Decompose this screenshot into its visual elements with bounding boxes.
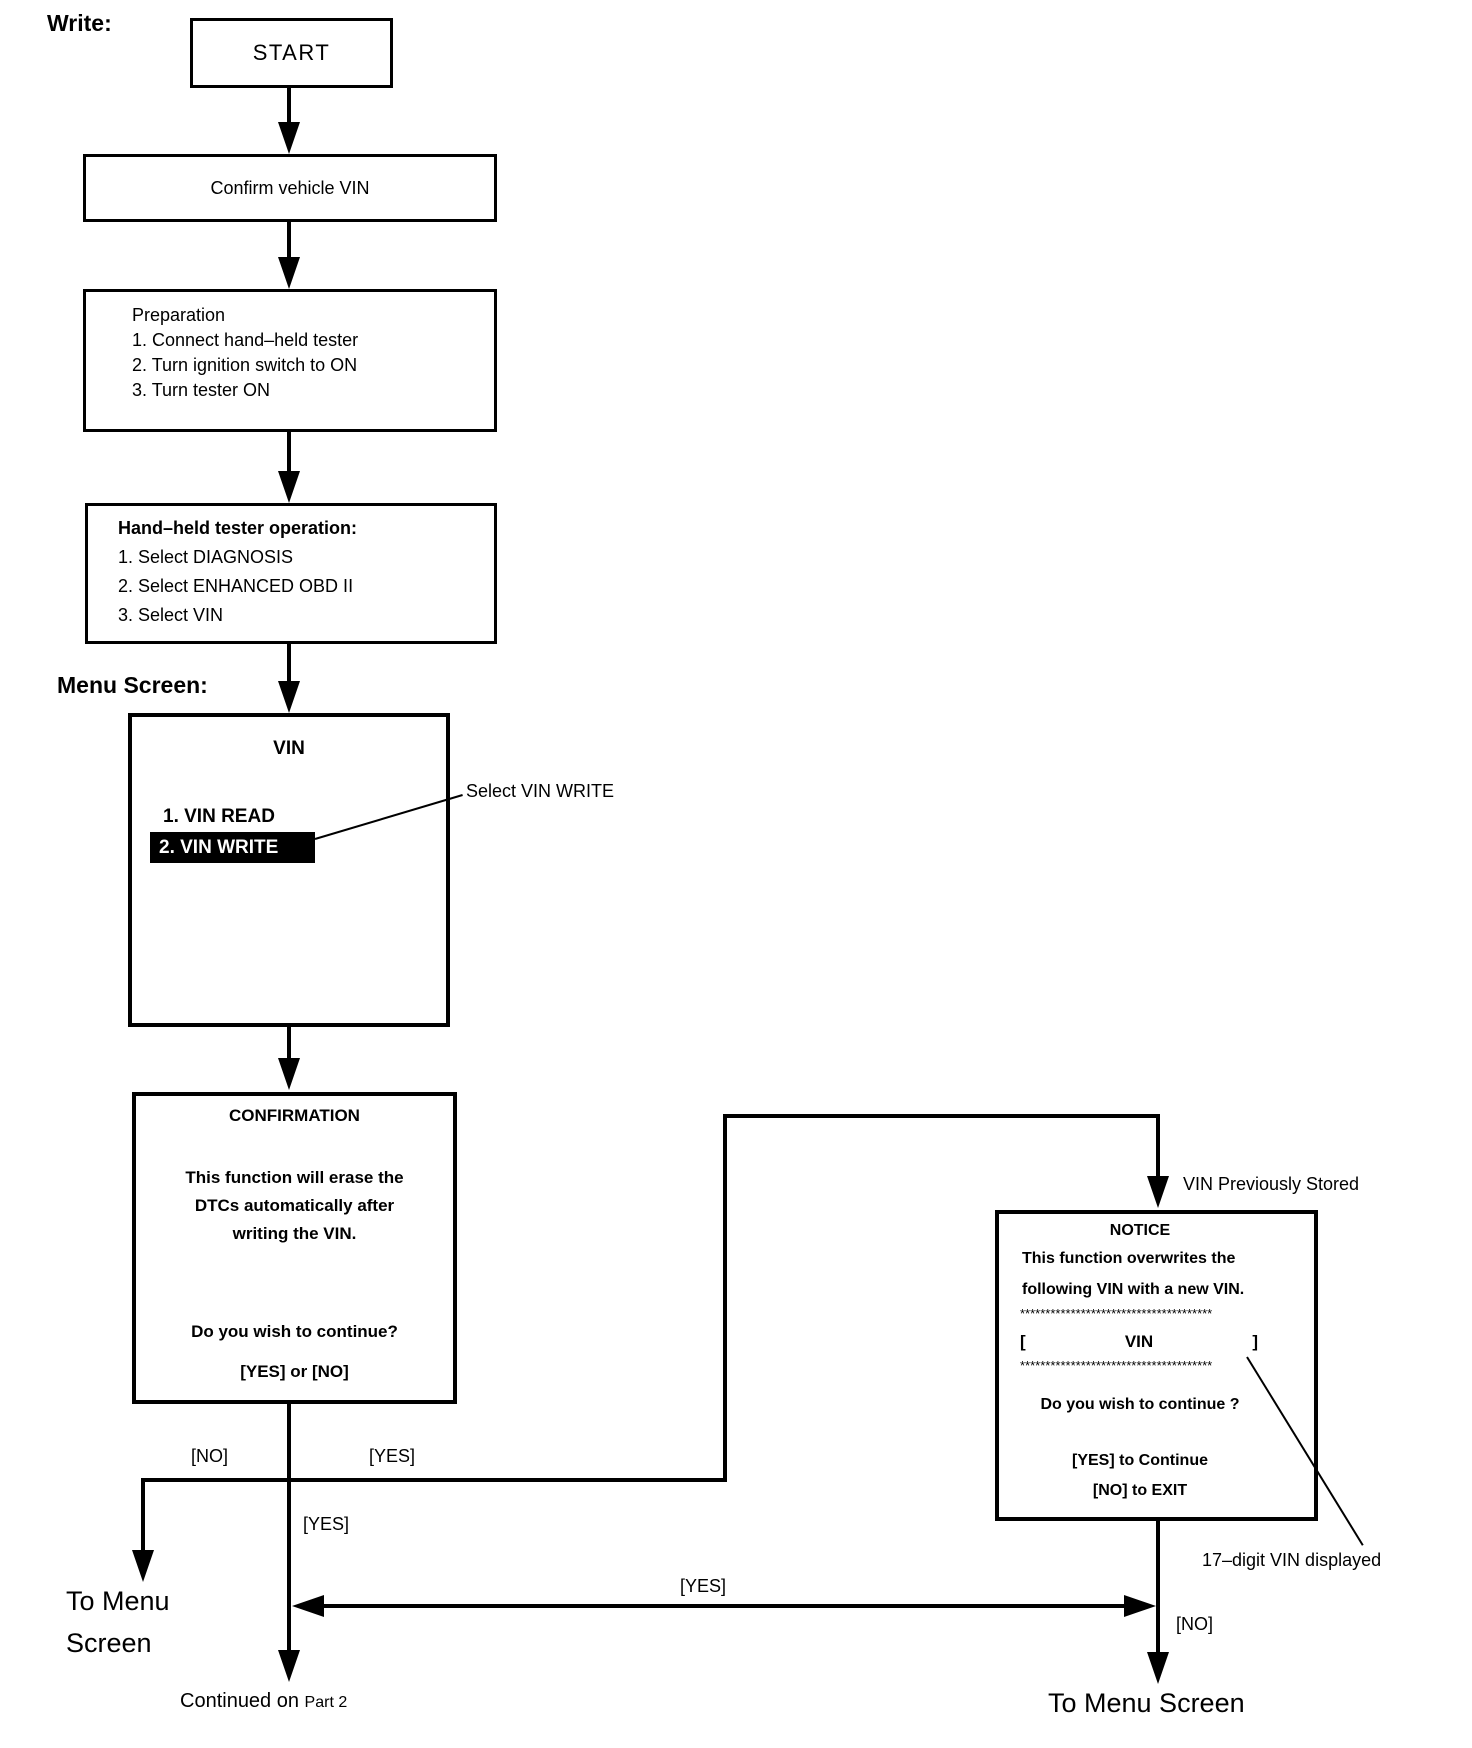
arrowhead-start-confirm xyxy=(278,122,300,154)
write-section-label: Write: xyxy=(47,10,112,36)
flow-line-notice-yes xyxy=(310,1604,1140,1608)
confirmation-body-line3: writing the VIN. xyxy=(232,1224,357,1243)
vin-menu-item-write-highlighted: 2. VIN WRITE xyxy=(150,832,315,863)
flow-line-into-notice xyxy=(1156,1114,1160,1178)
arrowhead-continued xyxy=(278,1650,300,1682)
edge-label-notice-yes: [YES] xyxy=(680,1576,727,1596)
notice-body-line2: following VIN with a new VIN. xyxy=(1022,1281,1245,1298)
preparation-title: Preparation xyxy=(132,305,226,325)
notice-node xyxy=(995,1210,1318,1521)
flow-line-preparation-tester xyxy=(287,432,291,477)
notice-vin-close-bracket: ] xyxy=(1252,1332,1258,1351)
notice-separator-top: ************************************** xyxy=(1020,1306,1213,1321)
edge-label-confirmation-yes: [YES] xyxy=(369,1446,416,1466)
flow-line-notice-no xyxy=(1156,1521,1160,1654)
terminal-continued-part: Part 2 xyxy=(304,1694,348,1711)
select-vin-write-annotation: Select VIN WRITE xyxy=(466,781,615,801)
arrowhead-tomenu-left xyxy=(132,1550,154,1582)
preparation-step-1: 1. Connect hand–held tester xyxy=(132,330,359,350)
tester-operation-title: Hand–held tester operation: xyxy=(118,518,358,538)
flow-line-branch-right xyxy=(289,1478,727,1482)
notice-yes-action: [YES] to Continue xyxy=(1072,1452,1208,1469)
preparation-node: Preparation 1. Connect hand–held tester … xyxy=(83,289,497,432)
menu-screen-label: Menu Screen: xyxy=(57,672,208,698)
confirmation-body-line2: DTCs automatically after xyxy=(194,1196,395,1215)
tester-operation-step-3: 3. Select VIN xyxy=(118,605,224,625)
tester-operation-step-2: 2. Select ENHANCED OBD II xyxy=(118,576,354,596)
vin-menu-title: VIN xyxy=(273,738,305,759)
vin-previously-stored-annotation: VIN Previously Stored xyxy=(1183,1174,1360,1194)
vin-menu-item-read: 1. VIN READ xyxy=(163,806,275,827)
arrowhead-notice-yes-right xyxy=(1124,1595,1156,1617)
confirm-vin-label: Confirm vehicle VIN xyxy=(210,177,370,198)
notice-title: NOTICE xyxy=(1109,1222,1171,1239)
terminal-to-menu-left-line2: Screen xyxy=(66,1628,152,1658)
confirmation-node xyxy=(132,1092,457,1404)
tester-operation-step-1: 1. Select DIAGNOSIS xyxy=(118,547,294,567)
arrowhead-confirm-preparation xyxy=(278,257,300,289)
flow-line-start-confirm xyxy=(287,88,291,128)
notice-body-line1: This function overwrites the xyxy=(1022,1250,1236,1267)
arrowhead-tomenu-right xyxy=(1147,1652,1169,1684)
confirmation-body-line1: This function will erase the xyxy=(185,1168,404,1187)
edge-label-confirmation-no: [NO] xyxy=(191,1446,229,1466)
notice-question: Do you wish to continue ? xyxy=(1040,1396,1240,1413)
notice-no-action: [NO] to EXIT xyxy=(1092,1482,1188,1499)
confirmation-question: Do you wish to continue? xyxy=(191,1322,398,1341)
notice-separator-bottom: ************************************** xyxy=(1020,1358,1213,1373)
arrowhead-tester-vinmenu xyxy=(278,681,300,713)
flow-line-no-tomenu-left xyxy=(141,1478,145,1552)
flow-line-branch-left xyxy=(141,1478,291,1482)
edge-label-notice-no: [NO] xyxy=(1176,1614,1214,1634)
vin-digits-annotation: 17–digit VIN displayed xyxy=(1202,1550,1382,1570)
arrowhead-into-notice xyxy=(1147,1176,1169,1208)
arrowhead-vinmenu-confirmation xyxy=(278,1058,300,1090)
preparation-step-2: 2. Turn ignition switch to ON xyxy=(132,355,358,375)
flow-line-yes-riser xyxy=(723,1114,727,1482)
vin-menu-node xyxy=(128,713,450,1027)
flow-line-confirm-preparation xyxy=(287,222,291,263)
start-node-label: START xyxy=(252,40,331,65)
confirmation-options: [YES] or [NO] xyxy=(240,1362,349,1381)
flow-line-vinmenu-confirmation xyxy=(287,1027,291,1064)
notice-vin-row: [ VIN ] xyxy=(1020,1332,1258,1352)
confirm-vin-node: Confirm vehicle VIN xyxy=(83,154,497,222)
edge-label-continue-yes: [YES] xyxy=(303,1514,350,1534)
flow-line-tester-vinmenu xyxy=(287,644,291,687)
flow-line-yes-across xyxy=(723,1114,1160,1118)
notice-vin-label: VIN xyxy=(1124,1332,1154,1351)
preparation-step-3: 3. Turn tester ON xyxy=(132,380,271,400)
arrowhead-notice-yes-left xyxy=(292,1595,324,1617)
terminal-continued-on: Continued on xyxy=(180,1690,299,1712)
notice-vin-open-bracket: [ xyxy=(1020,1332,1026,1351)
confirmation-title: CONFIRMATION xyxy=(229,1106,360,1125)
start-node: START xyxy=(190,18,393,88)
flow-line-confirmation-continued xyxy=(287,1404,291,1654)
tester-operation-node: Hand–held tester operation: 1. Select DI… xyxy=(85,503,497,644)
terminal-continued: Continued on Part 2 xyxy=(180,1690,347,1713)
terminal-to-menu-left-line1: To Menu xyxy=(66,1586,170,1616)
arrowhead-preparation-tester xyxy=(278,471,300,503)
terminal-to-menu-right: To Menu Screen xyxy=(1048,1688,1245,1718)
